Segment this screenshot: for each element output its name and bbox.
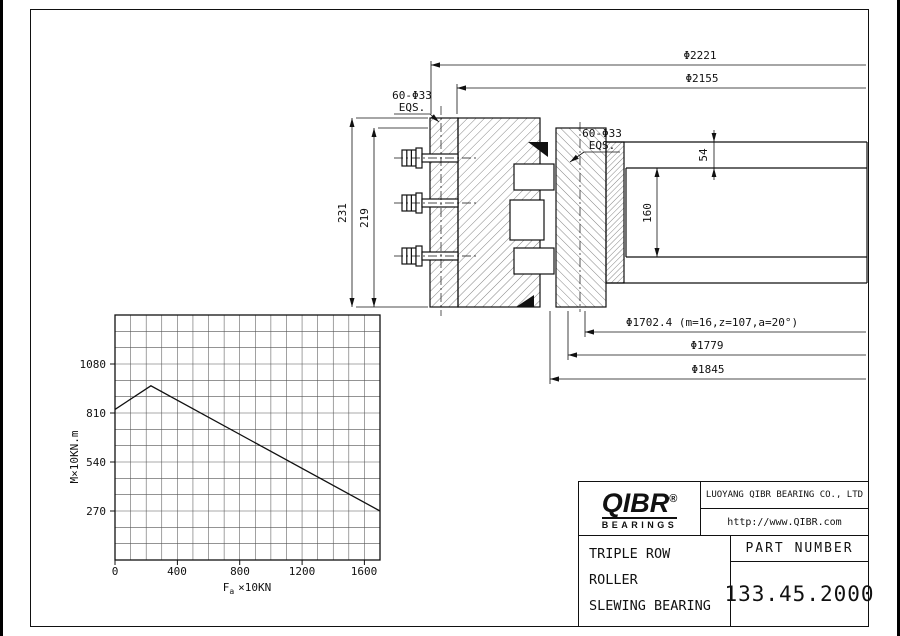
chart-grid — [115, 315, 380, 560]
bolt-callout-outer: 60-Φ33 EQS. — [392, 89, 440, 123]
dim-gear: Φ1702.4 (m=16,z=107,a=20°) — [584, 311, 866, 337]
part-number-label: PART NUMBER — [731, 536, 868, 562]
sheet-left-edge — [0, 0, 3, 636]
bolt-assembly-middle — [394, 192, 476, 214]
roller-lower — [513, 247, 555, 275]
x-tick-1200: 1200 — [289, 565, 316, 578]
product-line-3: SLEWING BEARING — [589, 598, 711, 614]
roller-upper — [513, 163, 555, 191]
company-website: http://www.QIBR.com — [727, 516, 842, 528]
company-name: LUOYANG QIBR BEARING CO., LTD — [701, 482, 868, 509]
outer-ring-flange — [429, 117, 459, 308]
bolt-callout-outer-line2: EQS. — [399, 101, 426, 114]
dim-54: 54 — [697, 130, 717, 180]
gear-rim — [605, 141, 625, 284]
x-axis-label-f: F — [223, 581, 230, 594]
dim-label-219: 219 — [358, 208, 371, 228]
bolt-callout-outer-line1: 60-Φ33 — [392, 89, 432, 102]
part-number-value: 133.45.2000 — [724, 582, 875, 606]
dim-label-d1845: Φ1845 — [691, 363, 724, 376]
sheet-right-edge — [897, 0, 900, 636]
bearing-cross-section — [394, 106, 868, 316]
dim-d1845: Φ1845 — [549, 311, 866, 384]
housing-section-lines — [606, 141, 868, 284]
x-tick-800: 800 — [230, 565, 250, 578]
axis-tick-marks — [110, 363, 365, 565]
dim-label-160: 160 — [641, 203, 654, 223]
bolt-callout-inner: 60-Φ33 EQS. — [569, 127, 622, 163]
x-tick-0: 0 — [112, 565, 119, 578]
x-axis-label: Fa ×10KN — [223, 581, 272, 596]
dim-d1779: Φ1779 — [567, 311, 866, 360]
logo-subtitle: BEARINGS — [601, 517, 678, 530]
y-axis-label: M×10KN.m — [68, 430, 81, 483]
logo-word: QIBR® — [601, 487, 678, 518]
y-tick-540: 540 — [86, 456, 106, 469]
dim-d2221: Φ2221 — [430, 49, 866, 114]
dim-label-d1779: Φ1779 — [690, 339, 723, 352]
part-number-cell: PART NUMBER 133.45.2000 — [724, 536, 875, 626]
product-name-cell: TRIPLE ROW ROLLER SLEWING BEARING — [579, 536, 731, 626]
dim-d2155: Φ2155 — [456, 72, 866, 114]
inner-ring — [555, 127, 607, 308]
title-block: QIBR® BEARINGS LUOYANG QIBR BEARING CO.,… — [578, 481, 875, 627]
y-tick-270: 270 — [86, 505, 106, 518]
dimensions: Φ2221 Φ2155 60-Φ33 EQS. 60-Φ33 EQS. — [336, 49, 866, 384]
y-tick-1080: 1080 — [80, 358, 107, 371]
dim-160: 160 — [641, 168, 660, 257]
logo-text: QIBR — [601, 488, 670, 518]
bolt-callout-inner-line2: EQS. — [589, 139, 616, 152]
dim-label-231: 231 — [336, 203, 349, 223]
x-tick-400: 400 — [167, 565, 187, 578]
dim-219: 219 — [358, 127, 428, 307]
x-axis-label-sub: a — [229, 587, 234, 596]
dim-label-d2155: Φ2155 — [685, 72, 718, 85]
drawing-border-frame — [30, 9, 869, 627]
dim-label-gear: Φ1702.4 (m=16,z=107,a=20°) — [626, 316, 798, 329]
title-block-lower-row: TRIPLE ROW ROLLER SLEWING BEARING PART N… — [579, 535, 875, 626]
chart-plot-border — [114, 314, 381, 561]
dim-231: 231 — [336, 117, 428, 308]
registered-mark: ® — [669, 493, 678, 505]
load-capacity-chart: 1080 810 540 270 0 400 800 1200 1600 M×1… — [68, 314, 381, 596]
company-info-cell: LUOYANG QIBR BEARING CO., LTD http://www… — [701, 482, 868, 535]
bolt-callout-inner-line1: 60-Φ33 — [582, 127, 622, 140]
x-tick-1600: 1600 — [351, 565, 378, 578]
roller-radial — [509, 199, 545, 241]
product-line-1: TRIPLE ROW — [589, 546, 671, 562]
y-tick-810: 810 — [86, 407, 106, 420]
chart-line — [114, 385, 381, 512]
seal-bottom — [516, 295, 534, 307]
seal-top — [528, 142, 548, 157]
bolt-assembly-bottom — [394, 245, 476, 267]
dim-label-d2221: Φ2221 — [683, 49, 716, 62]
product-line-2: ROLLER — [589, 572, 638, 588]
company-logo: QIBR® BEARINGS — [579, 482, 701, 535]
bolt-assembly-top — [394, 147, 476, 169]
dim-label-54: 54 — [697, 148, 710, 162]
x-axis-label-unit: ×10KN — [238, 581, 271, 594]
